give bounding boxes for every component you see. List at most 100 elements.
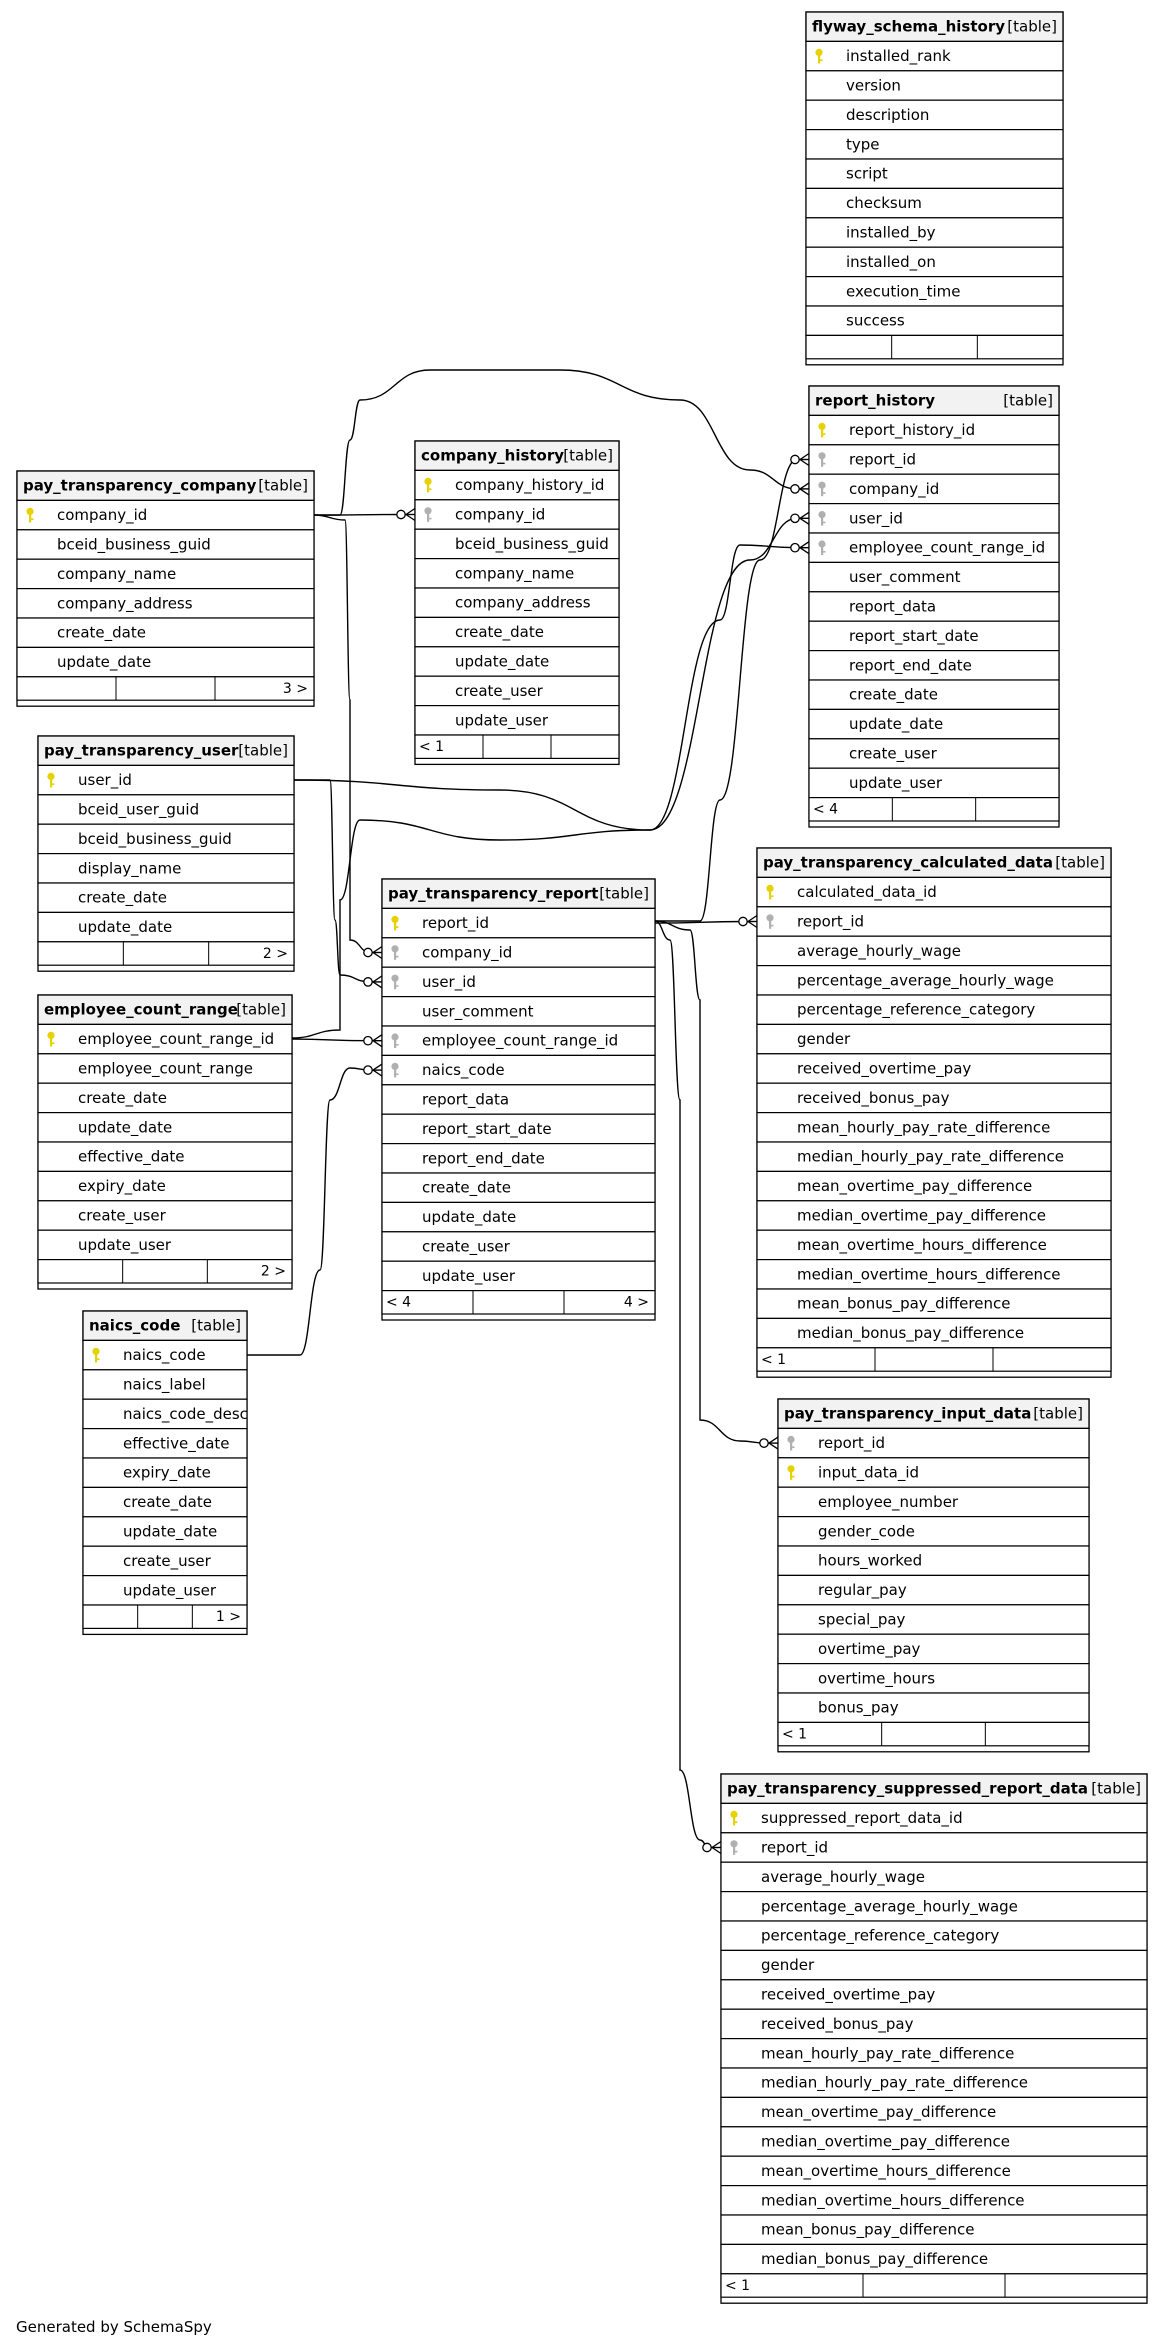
column-row-script[interactable]: script [805,158,1064,189]
column-row-overtime-pay[interactable]: overtime_pay [777,1633,1090,1665]
column-row-update-date[interactable]: update_date [808,708,1060,740]
column-row-company-id[interactable]: company_id [808,473,1060,505]
table-employee-count-range[interactable]: employee_count_range[table]employee_coun… [37,994,293,1290]
column-row-create-date[interactable]: create_date [37,1082,293,1114]
column-row-effective-date[interactable]: effective_date [82,1427,248,1459]
column-row-company-id[interactable]: company_id [381,937,656,968]
column-row-expiry-date[interactable]: expiry_date [37,1170,293,1202]
column-row-company-name[interactable]: company_name [414,557,620,589]
column-row-create-date[interactable]: create_date [414,616,620,648]
column-row-user-id[interactable]: user_id [808,503,1060,534]
column-row-median-bonus-pay-difference[interactable]: median_bonus_pay_difference [720,2243,1148,2275]
column-row-create-user[interactable]: create_user [82,1545,248,1577]
column-row-employee-count-range[interactable]: employee_count_range [37,1053,293,1084]
column-row-received-overtime-pay[interactable]: received_overtime_pay [720,1979,1148,2010]
table-pay-transparency-input-data[interactable]: pay_transparency_input_data[table]report… [777,1398,1090,1753]
column-row-installed-rank[interactable]: installed_rank [805,40,1064,72]
column-row-create-user[interactable]: create_user [808,738,1060,769]
column-row-expiry-date[interactable]: expiry_date [82,1457,248,1488]
column-row-report-id[interactable]: report_id [777,1427,1090,1459]
column-row-mean-overtime-pay-difference[interactable]: mean_overtime_pay_difference [756,1170,1112,1202]
column-row-report-start-date[interactable]: report_start_date [808,620,1060,652]
column-row-employee-count-range-id[interactable]: employee_count_range_id [37,1023,293,1055]
column-row-naics-code[interactable]: naics_code [381,1054,656,1086]
column-row-received-overtime-pay[interactable]: received_overtime_pay [756,1053,1112,1084]
column-row-company-id[interactable]: company_id [16,499,315,531]
column-row-user-id[interactable]: user_id [37,764,295,796]
column-row-user-comment[interactable]: user_comment [808,561,1060,593]
column-row-report-end-date[interactable]: report_end_date [808,649,1060,681]
column-row-update-date[interactable]: update_date [16,646,315,678]
column-row-mean-bonus-pay-difference[interactable]: mean_bonus_pay_difference [720,2214,1148,2245]
column-row-report-id[interactable]: report_id [756,906,1112,937]
column-row-naics-code[interactable]: naics_code [82,1339,248,1371]
column-row-naics-label[interactable]: naics_label [82,1369,248,1400]
column-row-median-overtime-hours-difference[interactable]: median_overtime_hours_difference [756,1258,1112,1290]
column-row-description[interactable]: description [805,99,1064,131]
column-row-employee-count-range-id[interactable]: employee_count_range_id [808,532,1060,563]
column-row-report-id[interactable]: report_id [808,444,1060,475]
column-row-bceid-business-guid[interactable]: bceid_business_guid [414,528,620,560]
column-row-report-id[interactable]: report_id [381,907,656,939]
column-row-execution-time[interactable]: execution_time [805,276,1064,307]
column-row-company-address[interactable]: company_address [16,587,315,619]
column-row-percentage-average-hourly-wage[interactable]: percentage_average_hourly_wage [720,1890,1148,1922]
column-row-median-hourly-pay-rate-difference[interactable]: median_hourly_pay_rate_difference [756,1141,1112,1172]
column-row-naics-code-desc[interactable]: naics_code_desc [82,1398,248,1430]
column-row-bceid-business-guid[interactable]: bceid_business_guid [16,529,315,560]
column-row-special-pay[interactable]: special_pay [777,1604,1090,1635]
column-row-mean-overtime-hours-difference[interactable]: mean_overtime_hours_difference [756,1229,1112,1261]
column-row-bonus-pay[interactable]: bonus_pay [777,1692,1090,1723]
column-row-mean-bonus-pay-difference[interactable]: mean_bonus_pay_difference [756,1288,1112,1319]
table-pay-transparency-report[interactable]: pay_transparency_report[table]report_idc… [381,878,656,1321]
column-row-input-data-id[interactable]: input_data_id [777,1457,1090,1488]
column-row-update-user[interactable]: update_user [381,1260,656,1292]
column-row-create-date[interactable]: create_date [82,1486,248,1518]
column-row-mean-overtime-pay-difference[interactable]: mean_overtime_pay_difference [720,2096,1148,2128]
column-row-installed-by[interactable]: installed_by [805,217,1064,248]
column-row-version[interactable]: version [805,70,1064,101]
column-row-update-user[interactable]: update_user [37,1229,293,1261]
column-row-report-end-date[interactable]: report_end_date [381,1142,656,1174]
column-row-company-address[interactable]: company_address [414,587,620,618]
column-row-create-date[interactable]: create_date [808,679,1060,710]
column-row-update-user[interactable]: update_user [414,704,620,736]
column-row-bceid-business-guid[interactable]: bceid_business_guid [37,823,295,855]
column-row-bceid-user-guid[interactable]: bceid_user_guid [37,794,295,825]
column-row-create-date[interactable]: create_date [37,882,295,913]
column-row-create-date[interactable]: create_date [16,617,315,648]
column-row-create-user[interactable]: create_user [37,1200,293,1231]
column-row-user-comment[interactable]: user_comment [381,995,656,1027]
column-row-mean-overtime-hours-difference[interactable]: mean_overtime_hours_difference [720,2155,1148,2187]
table-pay-transparency-company[interactable]: pay_transparency_company[table]company_i… [16,470,315,707]
column-row-report-data[interactable]: report_data [381,1084,656,1115]
column-row-update-date[interactable]: update_date [414,646,620,677]
column-row-median-bonus-pay-difference[interactable]: median_bonus_pay_difference [756,1317,1112,1349]
table-naics-code[interactable]: naics_code[table]naics_codenaics_labelna… [82,1310,248,1636]
table-pay-transparency-suppressed-report-data[interactable]: pay_transparency_suppressed_report_data[… [720,1773,1148,2304]
column-row-report-history-id[interactable]: report_history_id [808,414,1060,446]
column-row-update-date[interactable]: update_date [37,911,295,943]
column-row-create-date[interactable]: create_date [381,1172,656,1203]
column-row-average-hourly-wage[interactable]: average_hourly_wage [756,935,1112,967]
column-row-company-history-id[interactable]: company_history_id [414,469,620,501]
column-row-hours-worked[interactable]: hours_worked [777,1545,1090,1576]
column-row-median-overtime-pay-difference[interactable]: median_overtime_pay_difference [720,2126,1148,2157]
column-row-report-id[interactable]: report_id [720,1832,1148,1863]
column-row-regular-pay[interactable]: regular_pay [777,1574,1090,1606]
column-row-overtime-hours[interactable]: overtime_hours [777,1662,1090,1694]
column-row-checksum[interactable]: checksum [805,187,1064,219]
column-row-received-bonus-pay[interactable]: received_bonus_pay [720,2008,1148,2040]
column-row-gender[interactable]: gender [756,1023,1112,1055]
column-row-gender[interactable]: gender [720,1949,1148,1981]
column-row-percentage-reference-category[interactable]: percentage_reference_category [720,1920,1148,1951]
column-row-company-id[interactable]: company_id [414,499,620,530]
column-row-mean-hourly-pay-rate-difference[interactable]: mean_hourly_pay_rate_difference [756,1111,1112,1143]
column-row-update-date[interactable]: update_date [82,1516,248,1547]
column-row-user-id[interactable]: user_id [381,966,656,998]
column-row-median-overtime-hours-difference[interactable]: median_overtime_hours_difference [720,2185,1148,2216]
column-row-employee-count-range-id[interactable]: employee_count_range_id [381,1025,656,1056]
column-row-installed-on[interactable]: installed_on [805,246,1064,278]
column-row-create-user[interactable]: create_user [414,675,620,707]
table-pay-transparency-calculated-data[interactable]: pay_transparency_calculated_data[table]c… [756,847,1112,1378]
